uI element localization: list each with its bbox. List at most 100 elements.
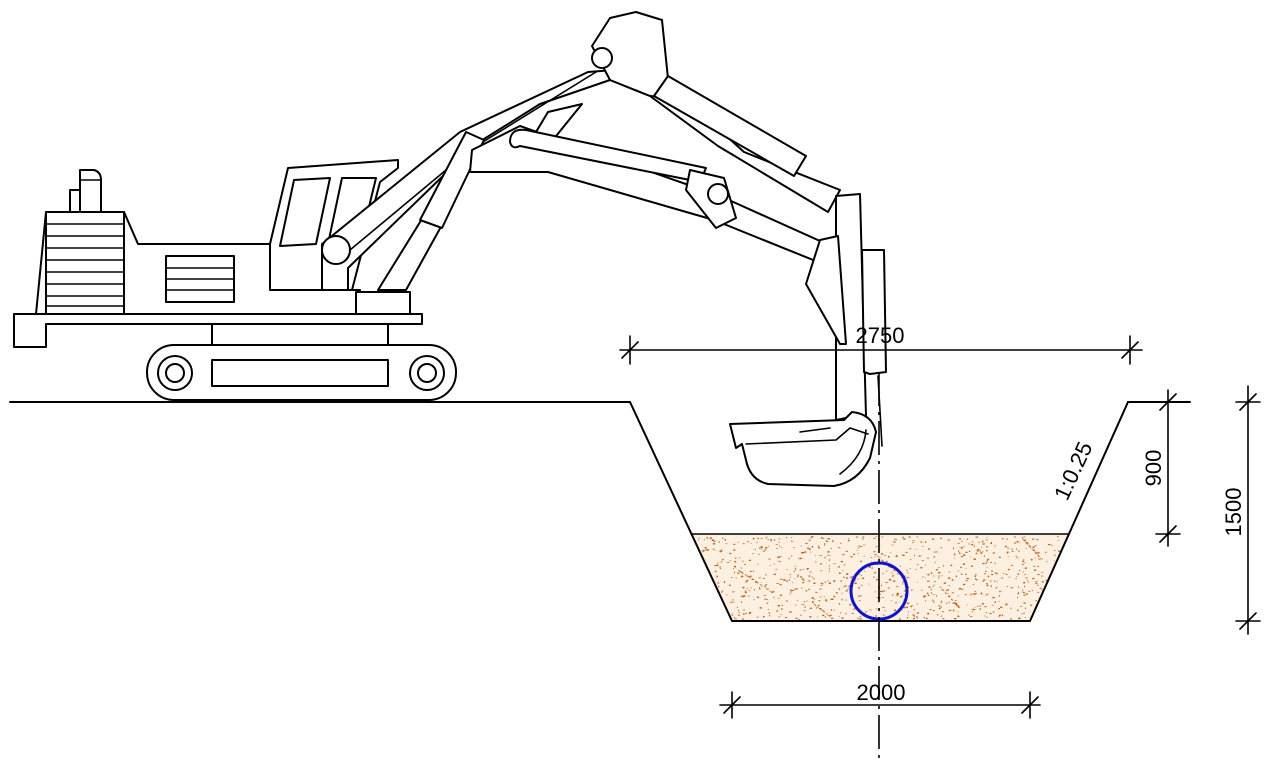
- bedding-speckle: [1035, 600, 1037, 602]
- bedding-speckle: [984, 573, 986, 575]
- bedding-speckle: [891, 600, 893, 602]
- dipper-arm: [805, 193, 887, 421]
- bedding-speckle: [804, 606, 806, 608]
- bedding-speckle: [874, 556, 876, 558]
- bedding-speckle: [777, 609, 779, 611]
- bedding-speckle: [923, 595, 926, 597]
- bedding-speckle: [982, 562, 985, 565]
- bedding-speckle: [790, 591, 792, 593]
- bedding-speckle: [735, 618, 737, 620]
- bedding-speckle: [881, 536, 883, 538]
- bedding-speckle: [992, 596, 995, 599]
- bedding-speckle: [980, 592, 983, 594]
- bedding-speckle: [1028, 590, 1031, 592]
- bedding-speckle: [1027, 579, 1029, 581]
- bedding-speckle: [850, 556, 852, 557]
- bedding-speckle: [742, 586, 745, 589]
- bedding-speckle: [718, 541, 721, 543]
- bedding-speckle: [902, 583, 904, 585]
- bedding-speckle: [1013, 536, 1017, 538]
- bedding-speckle: [825, 598, 827, 600]
- bedding-speckle: [803, 579, 805, 581]
- bedding-speckle: [933, 609, 935, 612]
- bedding-speckle: [765, 584, 768, 586]
- bedding-speckle: [1018, 586, 1020, 588]
- bedding-speckle: [899, 618, 901, 620]
- bedding-speckle: [716, 575, 718, 577]
- bedding-speckle: [775, 568, 778, 570]
- bedding-speckle: [745, 613, 748, 614]
- bedding-speckle: [1018, 550, 1020, 552]
- bedding-speckle: [743, 609, 745, 611]
- bedding-speckle: [925, 600, 926, 602]
- bedding-speckle: [827, 541, 829, 543]
- bedding-speckle: [779, 594, 783, 596]
- bedding-speckle: [857, 595, 860, 597]
- bedding-speckle: [939, 586, 942, 588]
- bedding-speckle: [779, 583, 782, 586]
- bedding-speckle: [754, 589, 755, 591]
- bedding-speckle: [998, 616, 1000, 618]
- bedding-speckle: [975, 574, 977, 576]
- bedding-speckle: [1037, 554, 1039, 556]
- bedding-speckle: [943, 582, 946, 584]
- bedding-speckle: [874, 591, 876, 593]
- bedding-speckle: [811, 601, 814, 603]
- bedding-speckle: [925, 617, 928, 620]
- bedding-speckle: [982, 551, 984, 553]
- bedding-speckle: [878, 557, 881, 559]
- bedding-speckle: [709, 537, 712, 539]
- bedding-speckle: [740, 595, 743, 597]
- bedding-speckle: [856, 617, 859, 619]
- bedding-speckle: [768, 558, 771, 560]
- bedding-speckle: [859, 616, 862, 617]
- bedding-speckle: [903, 575, 906, 577]
- bedding-speckle: [833, 595, 836, 598]
- bedding-speckle: [948, 609, 952, 611]
- bedding-speckle: [841, 592, 843, 594]
- bedding-speckle: [994, 572, 997, 574]
- bedding-speckle: [937, 567, 940, 569]
- bedding-speckle: [1007, 568, 1010, 571]
- bedding-speckle: [1054, 560, 1055, 561]
- bedding-speckle: [720, 549, 723, 552]
- bedding-speckle: [998, 601, 1000, 602]
- bedding-speckle: [794, 565, 796, 567]
- bedding-speckle: [927, 594, 930, 596]
- bedding-speckle: [751, 578, 754, 580]
- bedding-speckle: [1023, 581, 1026, 584]
- bedding-speckle: [1024, 574, 1027, 575]
- bedding-speckle: [885, 615, 887, 617]
- bedding-speckle: [985, 583, 989, 585]
- bedding-speckle: [794, 588, 797, 590]
- bedding-speckle: [984, 606, 987, 608]
- bedding-speckle: [884, 610, 887, 612]
- bedding-speckle: [752, 570, 754, 572]
- bedding-speckle: [755, 580, 757, 582]
- bedding-speckle: [1032, 578, 1035, 580]
- bedding-speckle: [722, 590, 724, 592]
- bedding-speckle: [1019, 570, 1021, 572]
- bedding-speckle: [906, 577, 909, 579]
- bedding-speckle: [780, 578, 783, 580]
- bedding-speckle: [974, 575, 976, 577]
- bedding-speckle: [788, 557, 790, 559]
- bedding-speckle: [799, 569, 802, 571]
- bedding-speckle: [941, 575, 943, 577]
- bedding-speckle: [790, 589, 792, 591]
- bedding-speckle: [773, 596, 775, 599]
- bedding-speckle: [741, 572, 744, 574]
- bedding-speckle: [1031, 548, 1033, 550]
- bedding-speckle: [742, 543, 745, 545]
- bedding-speckle: [858, 545, 861, 547]
- bedding-speckle: [1024, 617, 1026, 618]
- bedding-speckle: [1037, 565, 1039, 568]
- bedding-speckle: [732, 601, 735, 603]
- bedding-speckle: [963, 554, 966, 556]
- bedding-speckle: [749, 612, 751, 615]
- bedding-speckle: [706, 537, 708, 539]
- bedding-speckle: [957, 595, 959, 597]
- bedding-speckle: [722, 537, 724, 539]
- bedding-speckle: [730, 601, 733, 603]
- bedding-speckle: [954, 557, 956, 559]
